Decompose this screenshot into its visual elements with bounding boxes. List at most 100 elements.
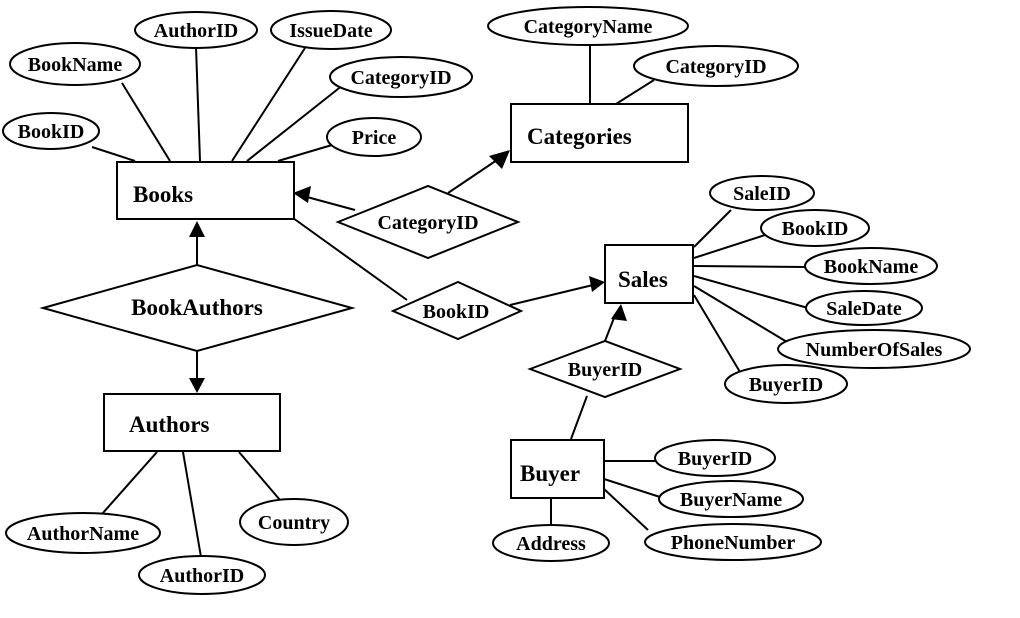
connectors — [91, 44, 809, 558]
attr-sales-buyerid-label: BuyerID — [749, 374, 823, 396]
attr-categories-categoryname-ellipse — [487, 6, 689, 46]
attr-sales-saledate: SaleDate — [805, 290, 923, 326]
attr-buyer-buyerid-label: BuyerID — [678, 448, 752, 470]
connector-categoryid-books — [306, 196, 356, 211]
connector-books-categoryid — [246, 84, 344, 162]
connector-books-bookid — [91, 146, 136, 162]
entity-books-label: Books — [133, 182, 193, 207]
connector-sales-buyerid — [693, 294, 741, 373]
entity-categories-label: Categories — [527, 124, 632, 149]
connector-books-bookname — [121, 82, 171, 162]
entity-authors: Authors — [103, 393, 281, 452]
attr-books-price-label: Price — [352, 127, 397, 149]
relationship-bookauthors-diamond — [39, 263, 356, 353]
relationship-categoryid-label: CategoryID — [377, 212, 478, 234]
attr-authors-country-label: Country — [258, 512, 330, 534]
arrowheads — [189, 150, 627, 393]
attr-sales-bookid-ellipse — [760, 209, 870, 247]
relationship-buyerid-diamond — [527, 339, 683, 399]
entity-buyer-label: Buyer — [520, 461, 580, 486]
attr-sales-numberofsales-ellipse — [777, 329, 971, 369]
connector-authors-country — [238, 451, 281, 501]
attr-sales-bookname-ellipse — [804, 247, 938, 285]
attr-sales-bookname: BookName — [804, 247, 938, 285]
connector-books-price — [277, 144, 333, 162]
attr-authors-authorid-label: AuthorID — [160, 565, 244, 587]
attr-authors-country-ellipse — [239, 498, 349, 546]
attr-buyer-buyername-label: BuyerName — [680, 489, 782, 511]
attr-books-authorid-label: AuthorID — [154, 20, 238, 42]
entity-books-box — [116, 161, 295, 220]
attr-buyer-address: Address — [492, 524, 610, 562]
attr-buyer-address-ellipse — [492, 524, 610, 562]
relationship-categoryid: CategoryID — [335, 184, 521, 260]
entity-books: Books — [116, 161, 295, 220]
connector-authors-authorid — [182, 451, 202, 558]
attr-sales-bookname-label: BookName — [824, 256, 919, 278]
attr-authors-authorname: AuthorName — [5, 512, 161, 554]
attr-categories-categoryname: CategoryName — [487, 6, 689, 46]
attr-books-authorid: AuthorID — [134, 11, 258, 49]
attr-sales-saleid: SaleID — [709, 175, 815, 211]
arrow-to-categories — [489, 150, 510, 169]
attr-books-bookname-ellipse — [9, 42, 141, 86]
attr-sales-saleid-label: SaleID — [733, 183, 791, 205]
relationship-categoryid-diamond — [335, 184, 521, 260]
attr-books-categoryid-ellipse — [329, 56, 473, 98]
attr-authors-authorname-ellipse — [5, 512, 161, 554]
connector-buyerid-sales — [604, 317, 615, 342]
attr-books-price-ellipse — [326, 117, 422, 157]
attr-buyer-buyername-ellipse — [658, 480, 804, 518]
attr-sales-numberofsales: NumberOfSales — [777, 329, 971, 369]
connector-sales-bookid — [693, 234, 766, 259]
attr-sales-bookid-label: BookID — [782, 218, 849, 240]
attr-books-issuedate-label: IssueDate — [289, 20, 372, 42]
connector-bookid-books — [292, 217, 408, 301]
connector-authors-authorname — [101, 451, 158, 515]
attr-sales-numberofsales-label: NumberOfSales — [806, 339, 943, 361]
attr-buyer-buyername: BuyerName — [658, 480, 804, 518]
connector-categoryid-categories — [447, 157, 501, 194]
entity-sales-box — [604, 244, 694, 304]
entity-buyer: Buyer — [510, 439, 605, 499]
relationship-bookauthors-label: BookAuthors — [131, 295, 263, 320]
attr-categories-categoryid: CategoryID — [633, 45, 799, 87]
entity-authors-label: Authors — [129, 412, 210, 437]
relationship-buyerid-label: BuyerID — [568, 359, 642, 381]
connector-sales-saleid — [693, 209, 732, 248]
arrow-to-books-from-categoryid — [293, 186, 311, 203]
connector-buyer-buyername — [603, 478, 661, 498]
entity-categories-box — [510, 103, 689, 163]
entity-sales-label: Sales — [618, 267, 668, 292]
arrow-to-books-from-bookauthors — [189, 221, 205, 237]
entity-sales: Sales — [604, 244, 694, 304]
attr-sales-saledate-ellipse — [805, 290, 923, 326]
connector-books-issuedate — [231, 47, 306, 162]
connector-buyerid-buyer — [570, 395, 588, 440]
connector-books-authorid — [195, 46, 201, 162]
attr-books-bookid-label: BookID — [18, 121, 85, 143]
attr-books-price: Price — [326, 117, 422, 157]
attr-categories-categoryid-label: CategoryID — [665, 56, 766, 78]
attr-buyer-phonenumber-label: PhoneNumber — [671, 532, 796, 554]
arrow-to-authors — [189, 378, 205, 393]
relationship-bookid-diamond — [390, 280, 524, 341]
entity-categories: Categories — [510, 103, 689, 163]
attr-books-issuedate-ellipse — [270, 10, 392, 50]
attr-sales-saledate-label: SaleDate — [826, 298, 902, 320]
relationship-bookid-label: BookID — [423, 301, 490, 323]
connector-categories-categoryid — [615, 79, 655, 105]
attr-sales-buyerid-ellipse — [724, 364, 848, 404]
attr-sales-saleid-ellipse — [709, 175, 815, 211]
attr-authors-authorname-label: AuthorName — [27, 523, 139, 545]
connector-sales-bookname — [693, 265, 806, 268]
attr-sales-bookid: BookID — [760, 209, 870, 247]
attr-books-bookname: BookName — [9, 42, 141, 86]
relationship-bookid: BookID — [390, 280, 524, 341]
arrow-to-sales-from-bookid — [589, 276, 605, 292]
attr-buyer-buyerid: BuyerID — [654, 439, 776, 477]
relationship-bookauthors: BookAuthors — [39, 263, 356, 353]
attr-books-bookid: BookID — [2, 112, 100, 150]
